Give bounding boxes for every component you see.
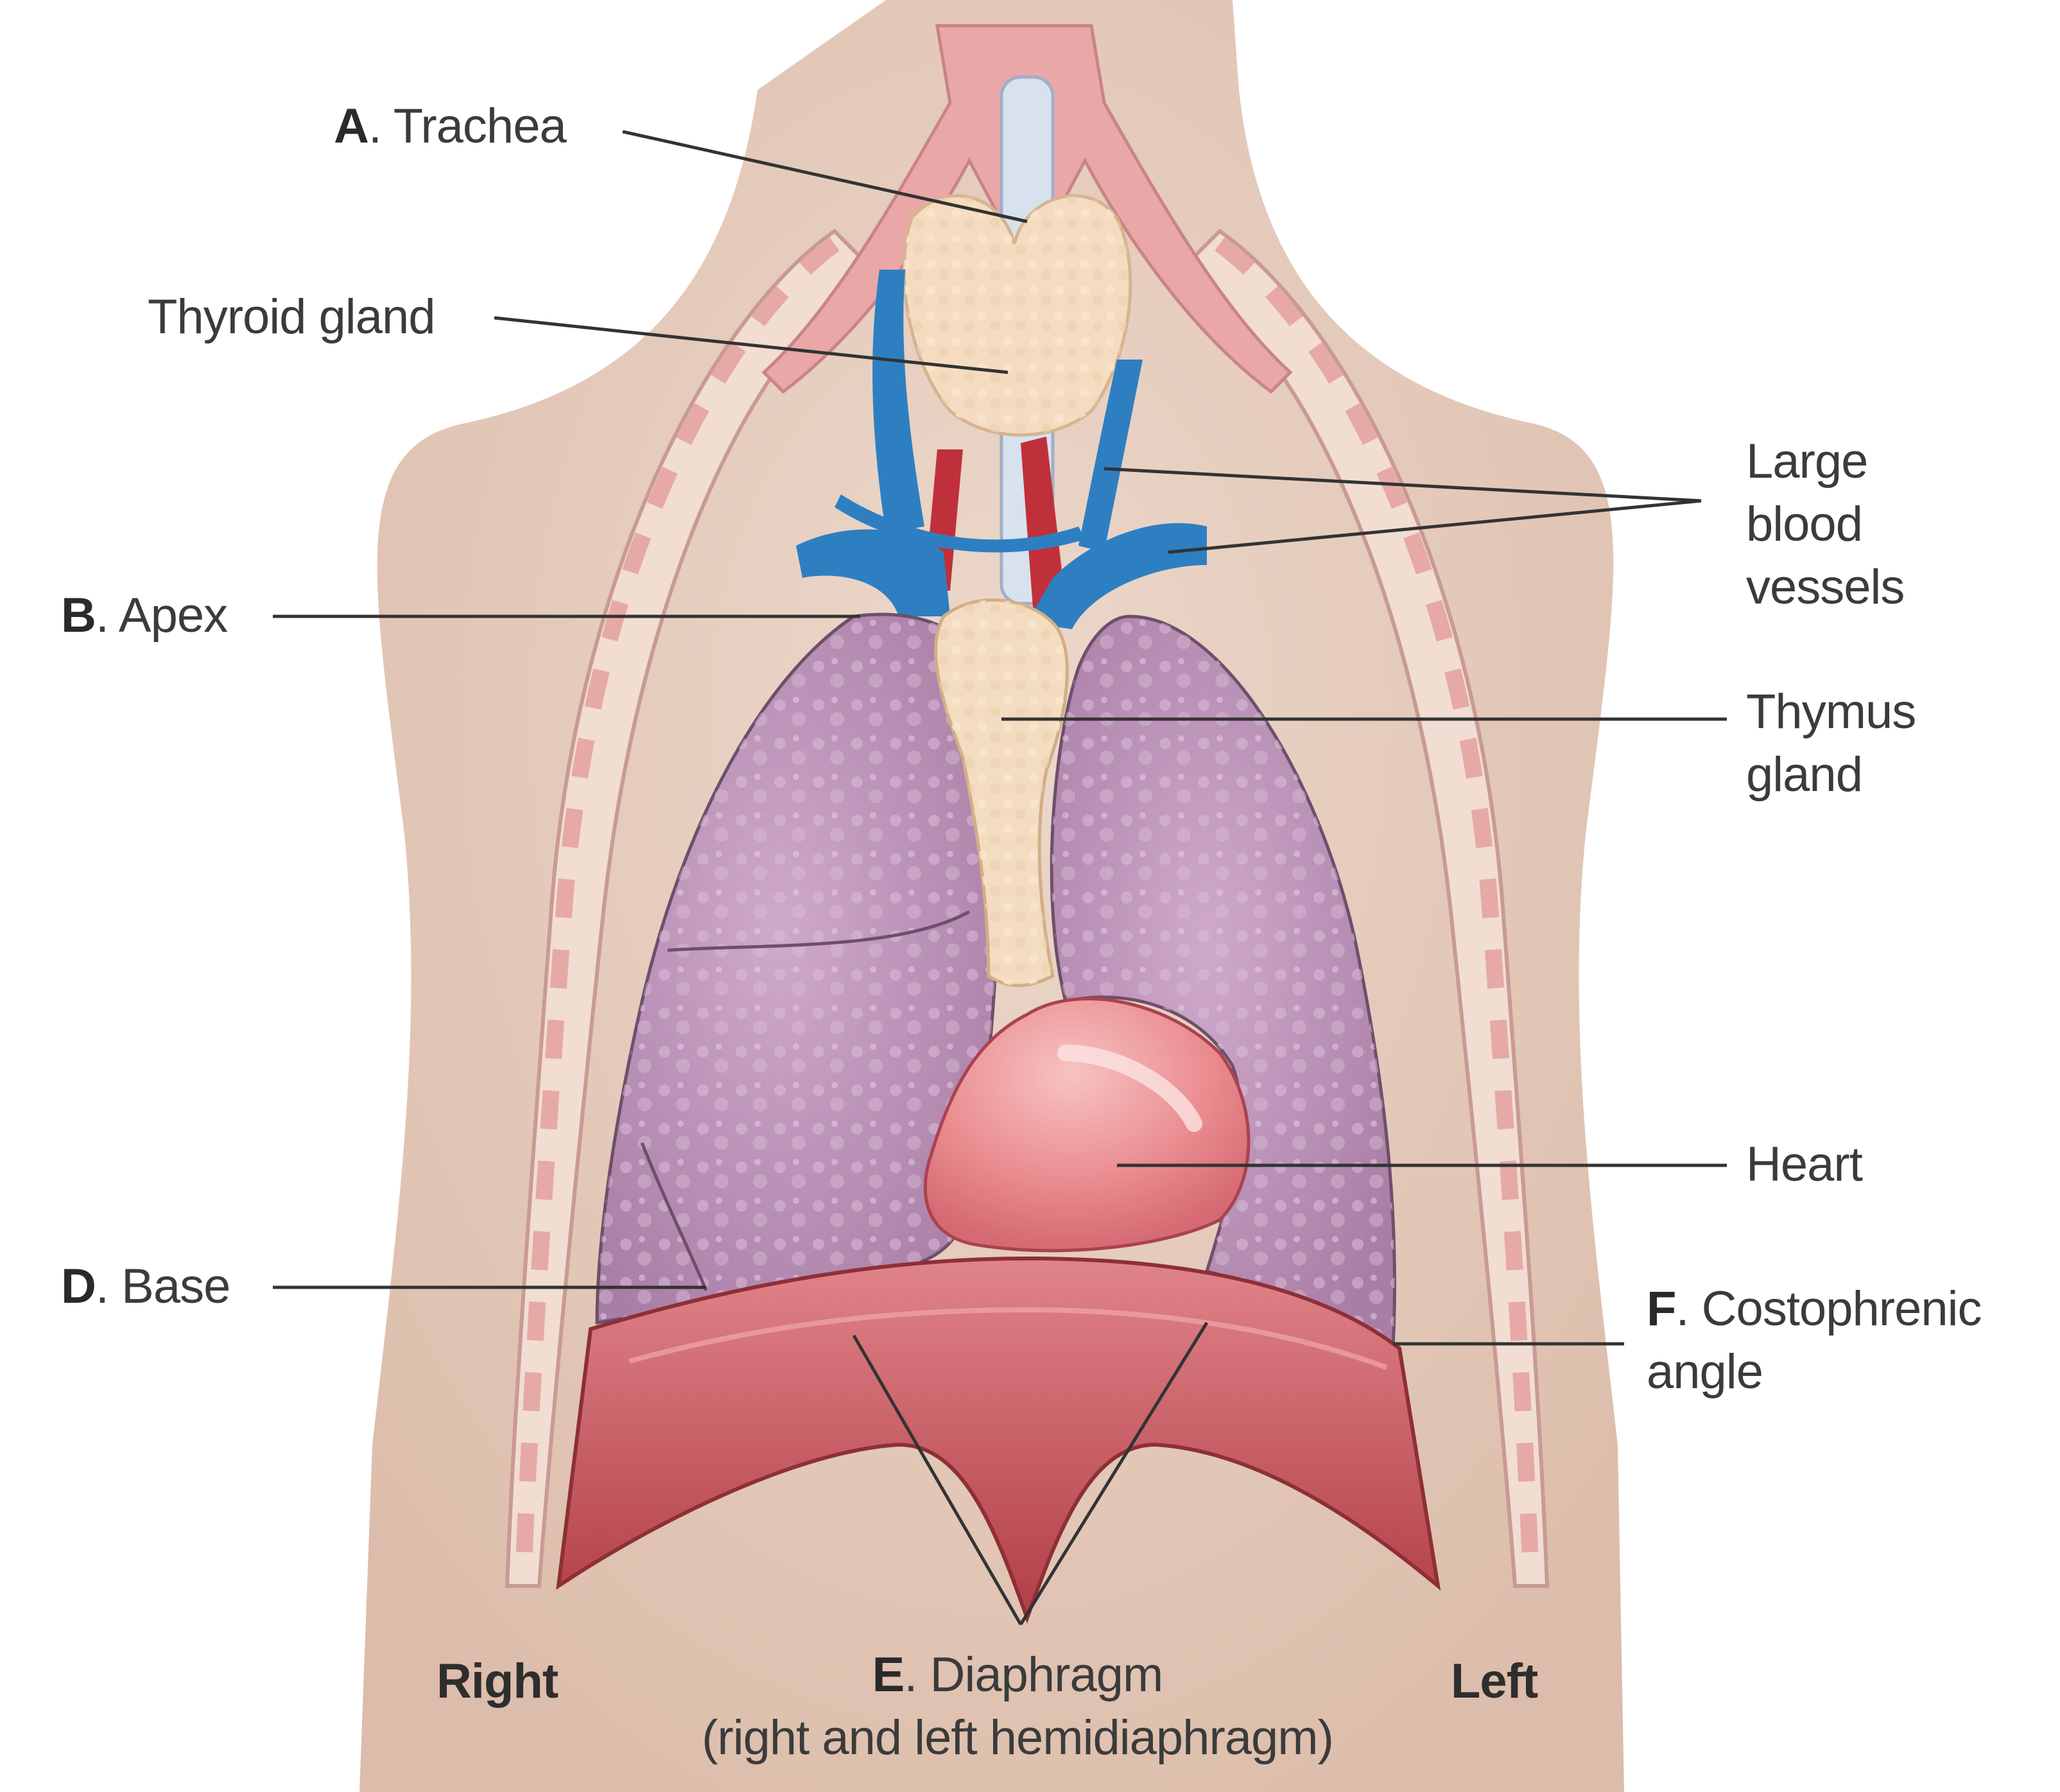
label-heart-text: Heart — [1746, 1137, 1863, 1192]
label-thymus-line-1: Thymus — [1746, 684, 1916, 739]
label-costophrenic-text: . Costophrenic — [1675, 1282, 1982, 1336]
label-apex-letter: B — [61, 588, 96, 643]
label-vessels-line-1: Large — [1746, 434, 1868, 489]
label-diaphragm-text: . Diaphragm — [904, 1648, 1163, 1702]
rib-cage-right-side — [505, 229, 876, 1588]
jugular-vein-right — [872, 270, 924, 533]
label-thymus: Thymus gland — [1746, 681, 1916, 806]
leader-vessels-1 — [1104, 467, 1702, 503]
leader-trachea — [622, 130, 1028, 223]
heart-shape — [923, 997, 1251, 1253]
rib-cage-left-side — [1178, 229, 1550, 1588]
label-thyroid-text: Thyroid gland — [148, 290, 435, 344]
label-costophrenic-letter: F — [1647, 1282, 1676, 1336]
label-costophrenic-line-2: angle — [1647, 1344, 1763, 1399]
label-costophrenic-angle: F. Costophrenic angle — [1647, 1278, 1982, 1404]
leader-vessels-2 — [1168, 499, 1702, 554]
label-base-letter: D — [61, 1259, 96, 1314]
label-heart: Heart — [1746, 1133, 1863, 1196]
leader-lines — [273, 130, 1727, 1626]
diaphragm-shape — [556, 1256, 1441, 1624]
label-base: D. Base — [61, 1255, 230, 1318]
label-thymus-line-2: gland — [1746, 747, 1863, 802]
brachiocephalic-veins — [796, 529, 950, 616]
label-trachea-text: . Trachea — [368, 99, 567, 153]
label-diaphragm: E. Diaphragm (right and left hemidiaphra… — [648, 1644, 1387, 1770]
leader-diaphragm-2 — [1019, 1321, 1209, 1626]
label-apex: B. Apex — [61, 584, 228, 647]
label-left: Left — [1451, 1654, 1538, 1709]
leader-thyroid — [494, 316, 1008, 374]
label-vessels-line-2: blood — [1746, 497, 1863, 552]
label-base-text: . Base — [95, 1259, 230, 1314]
left-carotid-artery — [1021, 437, 1066, 616]
label-thyroid: Thyroid gland — [148, 286, 435, 349]
jugular-vein-left — [1078, 360, 1143, 552]
label-trachea-letter: A — [334, 99, 369, 153]
label-diaphragm-letter: E — [872, 1648, 905, 1702]
label-diaphragm-line-2: (right and left hemidiaphragm) — [702, 1710, 1334, 1765]
label-right: Right — [437, 1654, 558, 1709]
label-apex-text: . Apex — [95, 588, 228, 643]
label-trachea: A. Trachea — [334, 95, 567, 158]
leader-diaphragm-1 — [852, 1334, 1023, 1626]
label-vessels-line-3: vessels — [1746, 560, 1905, 614]
label-large-blood-vessels: Large blood vessels — [1746, 430, 1905, 619]
